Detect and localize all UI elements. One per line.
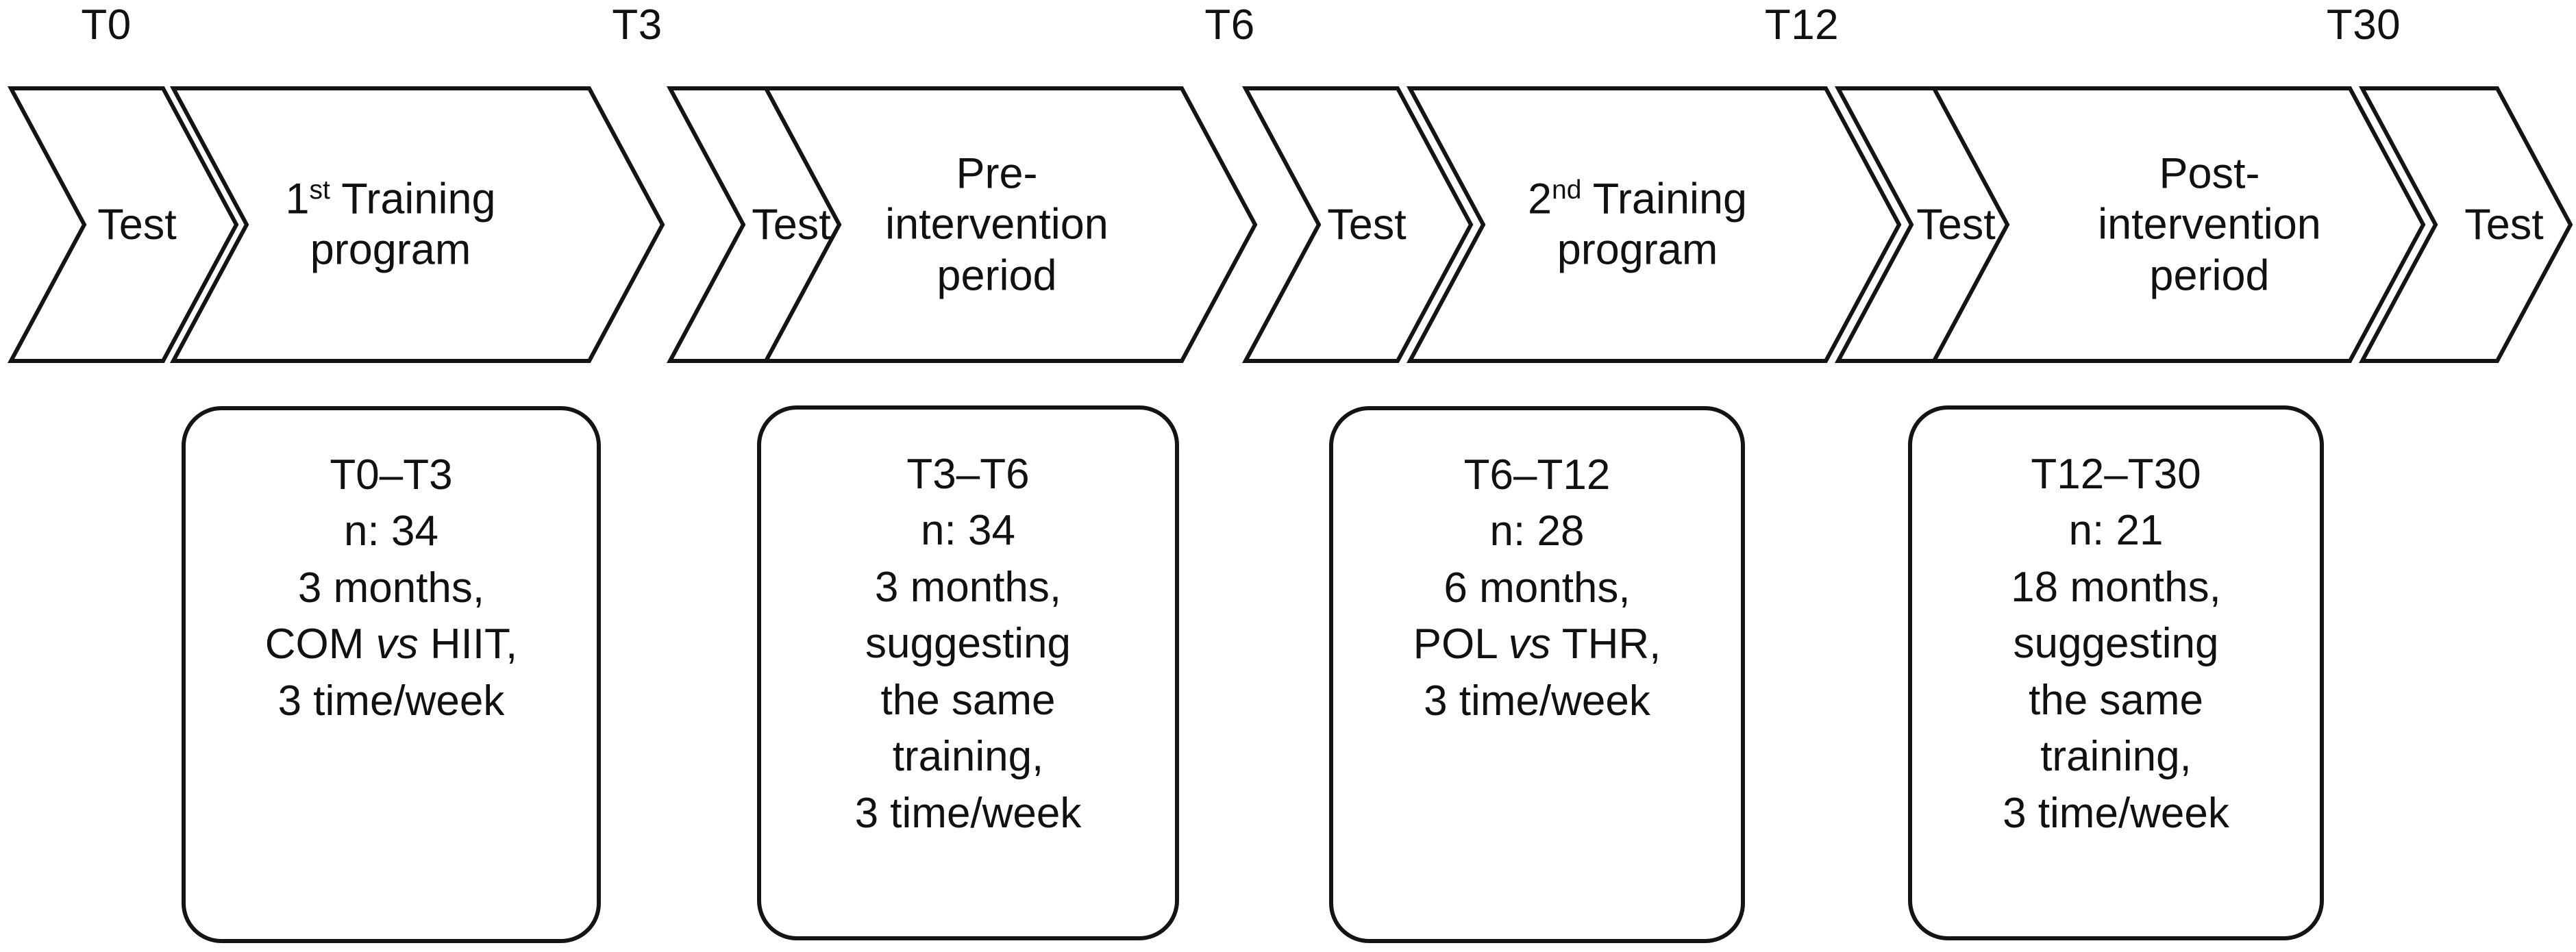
chevron-label-test-4: Test [1916,200,1996,249]
info-note3-t3-t6: training, [892,733,1044,781]
chevron-label-test-1: Test [97,200,177,249]
info-period-t0-t3: T0–T3 [330,451,453,499]
info-comparison-t0-t3: COM vs HIIT, [264,621,518,668]
chevron-process-band [7,86,2573,363]
phase-4-line2: intervention [2098,200,2321,249]
chevron-label-test-5: Test [2464,200,2544,249]
info-duration-t12-t30: 18 months, [2011,563,2221,611]
info-box-interval-t0-t3: T0–T3 n: 34 3 months, COM vs HIIT, 3 time/we… [182,406,601,943]
phase-4-line3: period [2149,251,2270,300]
timepoint-label-t30: T30 [2326,1,2401,49]
chevron-phase-4 [1930,86,2426,363]
info-comparison-t6-t12: POL vs THR, [1413,621,1661,668]
phase-3-ordinal-suffix: nd [1551,175,1582,205]
phase-1-line1: 1st Training [285,175,496,223]
chevron-phase-3 [1406,86,1902,363]
timepoint-label-t6: T6 [1204,1,1255,49]
info-frequency-t3-t6: 3 time/week [854,789,1082,837]
phase-1-line2: program [310,226,471,274]
info-note2-t3-t6: the same [880,676,1056,724]
phase-3-line1: 2nd Training [1527,175,1748,223]
info-box-text-t3-t6: T3–T6 n: 34 3 months, suggesting the same tra… [761,410,1175,842]
phase-2-line1: Pre- [956,149,1038,198]
info-n-t6-t12: n: 28 [1489,508,1585,555]
info-period-t6-t12: T6–T12 [1463,451,1611,499]
timepoint-label-t0: T0 [81,1,132,49]
info-box-text-t6-t12: T6–T12 n: 28 6 months, POL vs THR, 3 time/we… [1333,410,1741,729]
chevron-test-5 [2358,86,2573,363]
info-box-text-t0-t3: T0–T3 n: 34 3 months, COM vs HIIT, 3 time/we… [186,410,597,729]
chevron-test-1 [7,86,239,363]
info-frequency-t12-t30: 3 time/week [2003,789,2229,837]
info-box-text-t12-t30: T12–T30 n: 21 18 months, suggesting the same… [1912,410,2320,842]
info-duration-t6-t12: 6 months, [1444,564,1631,612]
chevron-test-3 [1241,86,1474,363]
chevron-phase-1 [169,86,665,363]
info-note2-t12-t30: the same [2028,676,2204,724]
info-box-interval-t12-t30: T12–T30 n: 21 18 months, suggesting the same… [1908,405,2324,940]
info-box-interval-t6-t12: T6–T12 n: 28 6 months, POL vs THR, 3 time/we… [1329,406,1745,943]
phase-4-line1: Post- [2159,149,2260,198]
timepoint-label-t12: T12 [1764,1,1840,49]
info-box-interval-t3-t6: T3–T6 n: 34 3 months, suggesting the same tra… [757,405,1179,940]
info-note3-t12-t30: training, [2040,733,2192,781]
info-frequency-t6-t12: 3 time/week [1424,677,1650,725]
chevron-phase-2 [762,86,1258,363]
info-n-t12-t30: n: 21 [2068,507,2164,555]
info-period-t12-t30: T12–T30 [2031,451,2201,498]
phase-2-line2: intervention [885,200,1109,249]
info-n-t0-t3: n: 34 [344,508,438,555]
info-note1-t3-t6: suggesting [865,620,1071,668]
info-duration-t0-t3: 3 months, [297,564,485,612]
phase-1-ordinal-suffix: st [309,175,330,205]
info-note1-t12-t30: suggesting [2013,620,2219,668]
timepoint-label-t3: T3 [612,1,662,49]
phase-2-line3: period [937,251,1057,300]
chevron-label-test-2: Test [752,200,831,249]
info-period-t3-t6: T3–T6 [906,451,1030,498]
info-n-t3-t6: n: 34 [921,507,1015,555]
chevron-label-test-3: Test [1327,200,1407,249]
info-frequency-t0-t3: 3 time/week [277,677,505,725]
info-duration-t3-t6: 3 months, [874,563,1062,611]
phase-3-line2: program [1557,226,1718,274]
